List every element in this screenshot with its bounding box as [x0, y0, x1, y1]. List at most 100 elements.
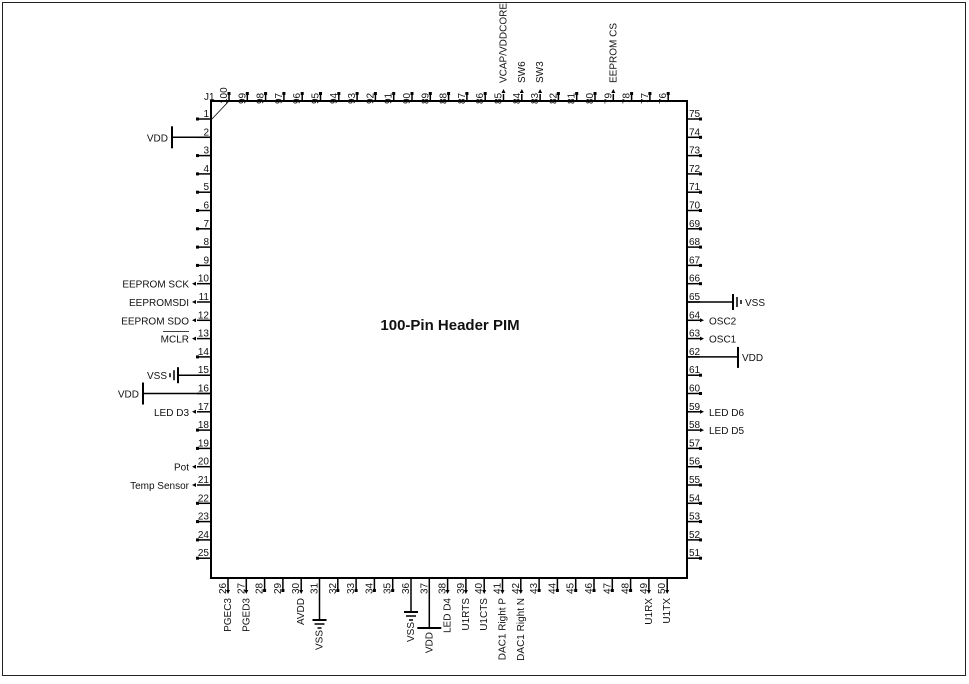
pin-89: 89 — [420, 92, 432, 104]
pin-number: 48 — [621, 582, 632, 594]
signal-label-led-d3: LED D3 — [154, 408, 189, 419]
pin-98: 98 — [256, 92, 268, 104]
pin-35: 35 — [383, 578, 395, 594]
pin-terminal — [354, 589, 358, 592]
pin-66: 66 — [687, 274, 702, 286]
signal-label-pot: Pot — [174, 463, 189, 474]
pin-number: 34 — [364, 582, 375, 594]
signal-label-u1cts: U1CTS — [479, 598, 490, 631]
arrow-icon — [665, 590, 670, 594]
pin-terminal — [196, 190, 199, 194]
pin-number: 77 — [640, 92, 651, 104]
pin-terminal — [227, 92, 231, 95]
pin-68: 68 — [687, 237, 702, 249]
pin-terminal — [196, 209, 199, 212]
pin-terminal — [465, 92, 469, 95]
pin-51: 51 — [687, 548, 702, 560]
pin-number: 39 — [456, 582, 467, 594]
pin-number: 94 — [329, 92, 340, 104]
signal-label-osc1: OSC1 — [709, 335, 737, 346]
pin-number: 27 — [236, 582, 247, 594]
pin-1: 1 — [196, 109, 211, 121]
pin-number: 43 — [529, 582, 540, 594]
pin-number: 63 — [689, 329, 701, 340]
pin-terminal — [555, 589, 559, 592]
pin-terminal — [699, 117, 702, 121]
arrow-icon — [192, 318, 196, 323]
arrow-icon — [192, 409, 196, 414]
signal-label-eeprom-cs: EEPROM CS — [608, 23, 619, 83]
pin-61: 61 — [687, 365, 702, 377]
arrow-icon — [501, 89, 506, 93]
pin-terminal — [593, 92, 597, 95]
diagram-title: 100-Pin Header PIM — [380, 317, 519, 334]
pin-number: 6 — [203, 201, 209, 212]
pin-number: 41 — [493, 582, 504, 594]
pin-number: 37 — [419, 582, 430, 594]
pin-terminal — [196, 245, 199, 249]
pin-number: 69 — [689, 219, 701, 230]
pin-terminal — [699, 209, 702, 212]
pin-terminal — [592, 589, 596, 592]
pin-5: 5 — [196, 182, 211, 194]
pin-22: 22 — [196, 493, 211, 505]
pin-87: 87 — [457, 92, 469, 104]
pin-number: 56 — [689, 457, 701, 468]
arrow-icon — [192, 281, 196, 286]
pin-number: 29 — [273, 582, 284, 594]
pin-number: 98 — [256, 92, 267, 104]
pin-terminal — [699, 282, 702, 286]
pin-terminal — [699, 172, 702, 176]
pin-terminal — [196, 538, 199, 542]
signal-label-eeprom-sdo: EEPROM SDO — [121, 316, 189, 327]
signal-label-temp-sensor: Temp Sensor — [130, 481, 190, 492]
pin-76: 76 — [658, 92, 670, 104]
pin-number: 4 — [203, 164, 209, 175]
pin-70: 70 — [687, 201, 702, 212]
pin-terminal — [556, 92, 560, 95]
pin-number: 86 — [475, 92, 486, 104]
arrow-icon — [445, 590, 450, 594]
pin-number: 91 — [384, 92, 395, 104]
pin-28: 28 — [255, 578, 267, 594]
pin-24: 24 — [196, 530, 211, 542]
vss-label: VSS — [147, 371, 167, 382]
pin-67: 67 — [687, 255, 702, 267]
pin-32: 32 — [328, 578, 340, 594]
pin-19: 19 — [196, 438, 211, 450]
arrow-icon — [244, 590, 249, 594]
pin1-indicator — [210, 100, 230, 121]
pin-29: 29 — [273, 578, 285, 594]
pin-terminal — [196, 154, 199, 158]
vss-label: VSS — [745, 298, 765, 309]
pin-terminal — [537, 589, 541, 592]
pin-number: 7 — [203, 219, 209, 230]
pin-terminal — [196, 172, 199, 176]
pin-terminal — [391, 589, 395, 592]
pin-number: 1 — [203, 109, 209, 120]
pin-number: 50 — [657, 582, 668, 594]
pin-72: 72 — [687, 164, 702, 176]
pin-number: 83 — [530, 92, 541, 104]
pin-terminal — [648, 92, 652, 95]
pin-number: 2 — [203, 127, 209, 138]
pin-number: 5 — [203, 182, 209, 193]
arrow-icon — [700, 318, 704, 323]
pin-8: 8 — [196, 237, 211, 249]
pin-terminal — [373, 92, 377, 95]
pin-number: 22 — [198, 493, 210, 504]
pin-terminal — [699, 245, 702, 249]
arrow-icon — [226, 590, 230, 594]
pin-number: 100 — [219, 87, 230, 104]
pin-number: 9 — [203, 255, 209, 266]
pin-number: 88 — [439, 92, 450, 104]
signal-label-u1rx: U1RX — [644, 598, 655, 625]
pin-57: 57 — [687, 438, 702, 450]
